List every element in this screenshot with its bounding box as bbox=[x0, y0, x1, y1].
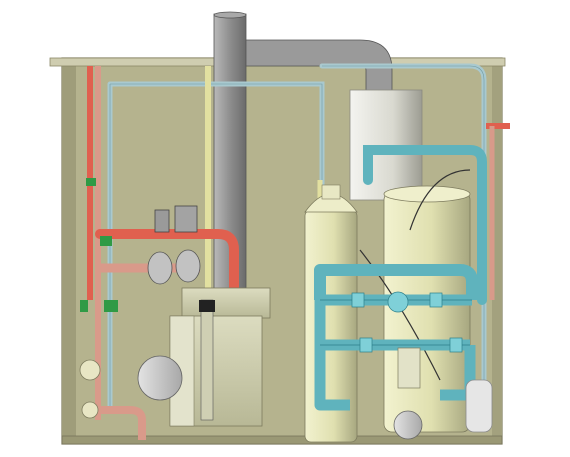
expansion-vessel-1 bbox=[147, 251, 173, 285]
left-gauge bbox=[79, 359, 101, 381]
left-cream-tank-neck bbox=[321, 184, 341, 200]
cabinet-right-side bbox=[492, 58, 502, 444]
boiler-upper-block bbox=[181, 287, 271, 319]
bottom-light-vessel bbox=[465, 379, 493, 433]
boiler-pump bbox=[137, 355, 183, 401]
boiler-valve-stack bbox=[200, 299, 214, 421]
teal-upper-loop bbox=[363, 145, 487, 305]
left-bottom-gauge bbox=[81, 401, 99, 419]
green-fitting-3 bbox=[104, 300, 118, 312]
filter-body bbox=[397, 347, 421, 389]
expansion-vessel-2 bbox=[175, 249, 201, 283]
teal-valve-4 bbox=[449, 337, 463, 353]
cabinet-floor bbox=[61, 435, 503, 445]
teal-valve-2 bbox=[429, 292, 443, 308]
green-fitting-2 bbox=[100, 236, 112, 246]
gas-valve-2 bbox=[174, 205, 198, 233]
teal-mid-loop bbox=[314, 264, 478, 300]
teal-pump-center bbox=[387, 291, 409, 313]
boiler-valve-black bbox=[199, 300, 215, 312]
pink-bottom-return bbox=[86, 406, 146, 440]
gas-valve-1 bbox=[154, 209, 170, 233]
red-horizontal-pipe bbox=[95, 229, 239, 295]
green-fitting-1 bbox=[86, 178, 96, 186]
flue-chimney-top bbox=[213, 11, 247, 19]
bottom-circulator-pump bbox=[393, 410, 423, 440]
teal-valve-3 bbox=[359, 337, 373, 353]
pale-blue-top-line-edge bbox=[109, 65, 485, 410]
teal-valve-1 bbox=[351, 292, 365, 308]
green-fitting-4 bbox=[80, 300, 88, 312]
cabinet-left-side bbox=[62, 58, 76, 444]
